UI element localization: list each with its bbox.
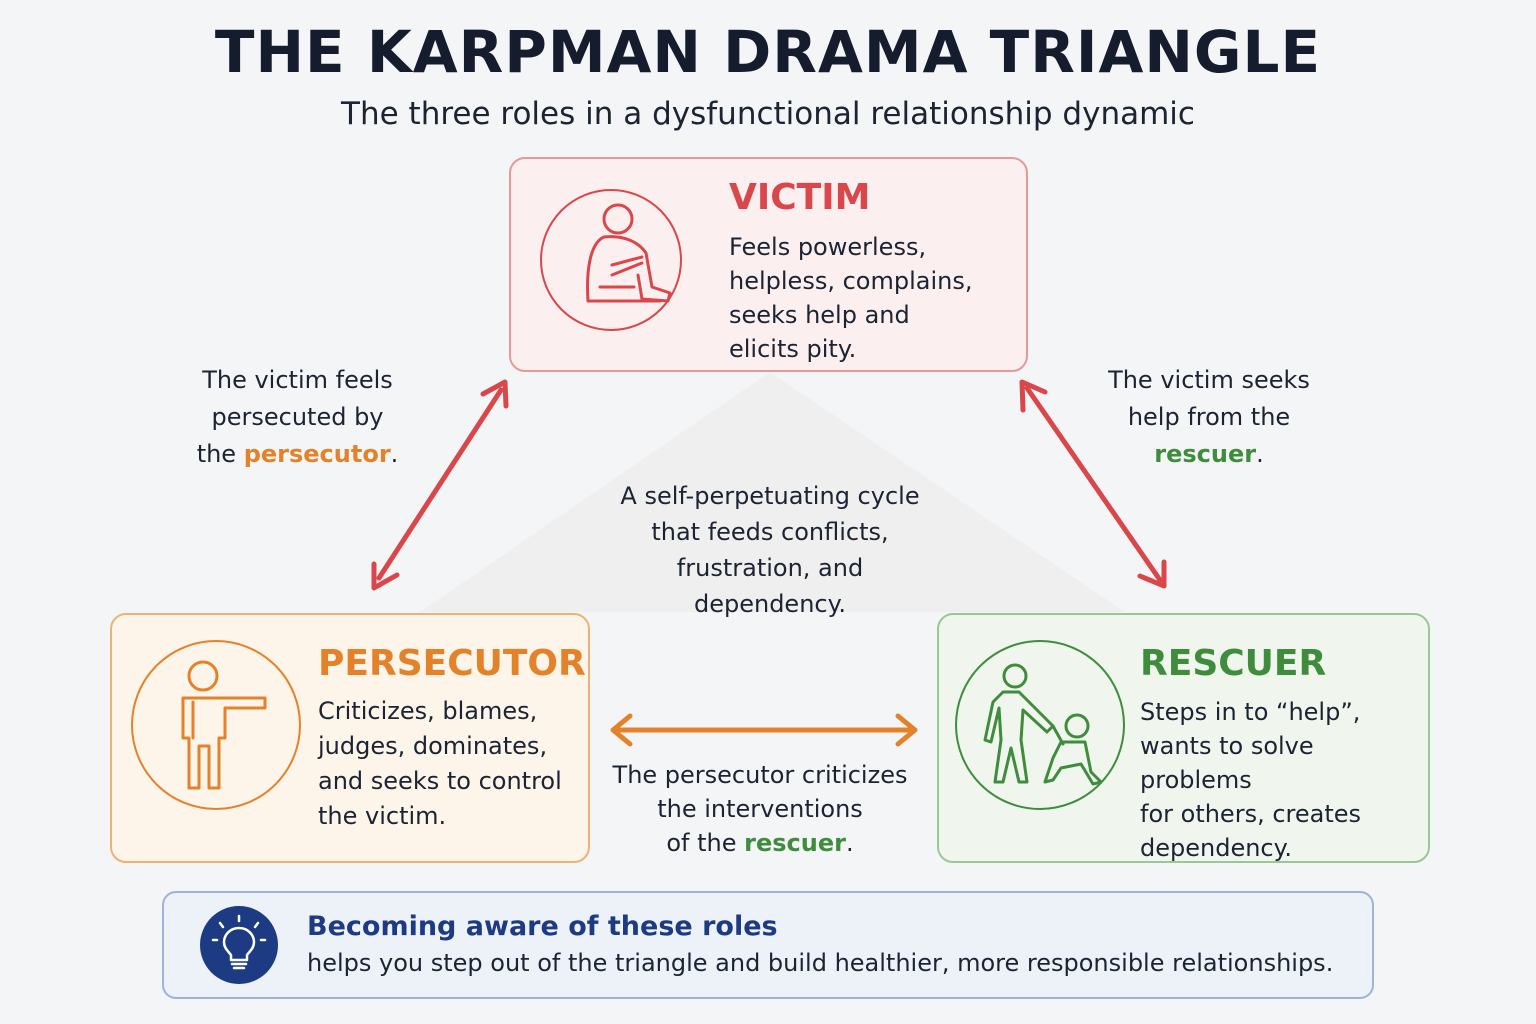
victim-persecutor-arrow xyxy=(371,379,509,591)
persecutor-highlight: persecutor xyxy=(243,440,391,468)
victim-icon-circle xyxy=(540,189,682,331)
rescuer-icon-circle xyxy=(955,640,1125,810)
victim-card: VICTIM Feels powerless, helpless, compla… xyxy=(509,157,1028,372)
lightbulb-icon xyxy=(200,906,278,984)
page-title: THE KARPMAN DRAMA TRIANGLE xyxy=(214,18,1322,86)
pointing-person-icon xyxy=(181,660,267,790)
victim-description: Feels powerless, helpless, complains, se… xyxy=(729,233,973,363)
cycle-description: A self-perpetuating cycle that feeds con… xyxy=(620,482,920,618)
banner-text: helps you step out of the triangle and b… xyxy=(307,949,1334,977)
rescuer-description: Steps in to “help”, wants to solve probl… xyxy=(1140,698,1362,862)
persecutor-rescuer-arrow xyxy=(610,713,918,747)
seated-person-icon xyxy=(586,203,672,303)
banner-title: Becoming aware of these roles xyxy=(307,911,778,942)
rescuer-card: RESCUER Steps in to “help”, wants to sol… xyxy=(937,613,1430,863)
persecutor-title: PERSECUTOR xyxy=(318,643,586,684)
victim-persecutor-label: The victim feels persecuted by the perse… xyxy=(196,366,399,468)
page-subtitle: The three roles in a dysfunctional relat… xyxy=(341,96,1195,132)
persecutor-icon-circle xyxy=(131,640,301,810)
persecutor-rescuer-label: The persecutor criticizes the interventi… xyxy=(612,761,908,857)
helping-person-icon xyxy=(983,663,1103,786)
persecutor-description: Criticizes, blames, judges, dominates, a… xyxy=(318,697,562,830)
victim-rescuer-arrow xyxy=(1019,379,1167,589)
rescuer-highlight: rescuer xyxy=(744,829,846,857)
rescuer-highlight: rescuer xyxy=(1154,440,1257,468)
victim-rescuer-label: The victim seeks help from the rescuer. xyxy=(1108,366,1310,468)
persecutor-card: PERSECUTOR Criticizes, blames, judges, d… xyxy=(110,613,590,863)
rescuer-title: RESCUER xyxy=(1140,643,1327,684)
victim-title: VICTIM xyxy=(729,177,871,218)
awareness-banner: Becoming aware of these roles helps you … xyxy=(162,891,1374,999)
